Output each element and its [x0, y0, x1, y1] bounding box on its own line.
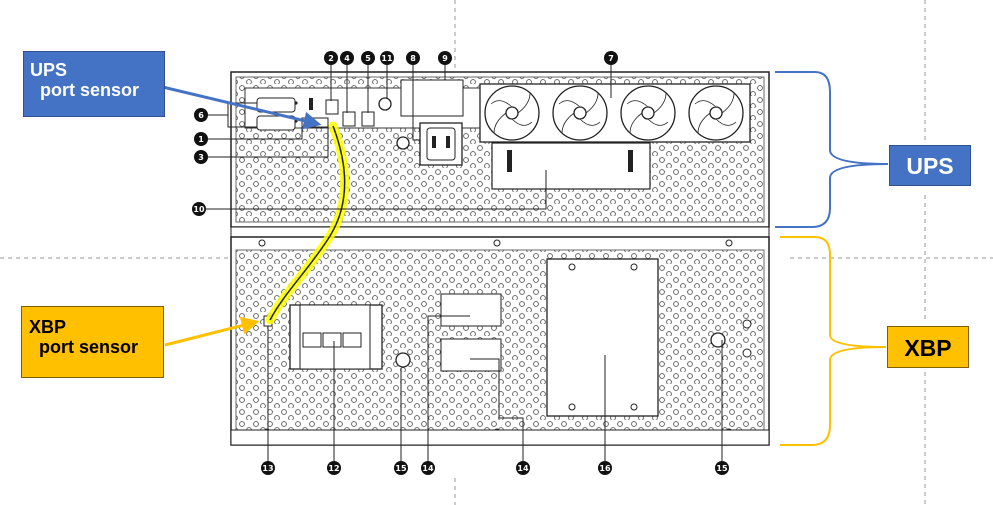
- badge-8: 8: [406, 51, 420, 65]
- switch-4: [309, 98, 313, 110]
- svg-text:2: 2: [328, 54, 334, 63]
- dry-contact-port: [325, 99, 339, 115]
- svg-text:13: 13: [262, 464, 273, 473]
- leader-lines: [206, 65, 723, 461]
- db9-port: [256, 97, 298, 131]
- badge-15-left: 15: [394, 461, 408, 475]
- sensor-cable: [265, 121, 350, 325]
- badge-4: 4: [340, 51, 354, 65]
- badge-14-right: 14: [516, 461, 530, 475]
- svg-text:14: 14: [422, 464, 434, 473]
- svg-text:9: 9: [442, 54, 448, 63]
- svg-text:15: 15: [395, 464, 407, 473]
- xbp-unit: [230, 236, 770, 446]
- svg-text:15: 15: [716, 464, 728, 473]
- xbp-ground-screw-2: [710, 332, 726, 348]
- badge-10: 10: [192, 202, 206, 216]
- ups-brace: [775, 71, 889, 228]
- svg-text:16: 16: [599, 464, 611, 473]
- badge-5: 5: [361, 51, 375, 65]
- svg-text:8: 8: [410, 54, 416, 63]
- svg-text:3: 3: [198, 153, 204, 162]
- badge-1: 1: [194, 132, 208, 146]
- xbp-access-panel: [546, 258, 659, 417]
- ground-screw-2: [396, 136, 410, 150]
- xbp-port-sensor-line1: XBP: [29, 317, 67, 337]
- usb-port: [361, 111, 375, 127]
- badge-6: 6: [194, 108, 208, 122]
- xbp-port-sensor-line2: port sensor: [39, 337, 139, 358]
- svg-text:11: 11: [381, 54, 393, 63]
- ups-label: UPS: [889, 145, 971, 186]
- badge-3: 3: [194, 150, 208, 164]
- ground-screw: [378, 97, 392, 111]
- svg-text:5: 5: [365, 54, 371, 63]
- battery-port-cover-1: [440, 293, 502, 327]
- svg-text:10: 10: [193, 205, 205, 214]
- badge-11: 11: [380, 51, 394, 65]
- number-badges: 1 2 3 4 5 6 7 8 9 10 11 12 13 14 14 15 1…: [192, 51, 729, 475]
- xbp-port-sensor-callout: XBP port sensor: [21, 306, 164, 378]
- ups-port-sensor-arrow: [149, 82, 322, 130]
- svg-text:14: 14: [517, 464, 529, 473]
- output-breaker-cover: [400, 79, 464, 117]
- xbp-port-sensor-arrow: [164, 316, 260, 347]
- badge-14-left: 14: [421, 461, 435, 475]
- svg-text:12: 12: [328, 464, 339, 473]
- xbp-ground-screw: [395, 352, 411, 368]
- ups-port-sensor-line2: port sensor: [40, 80, 140, 101]
- badge-2: 2: [324, 51, 338, 65]
- badge-7: 7: [604, 51, 618, 65]
- battery-port-cover-2: [440, 338, 502, 372]
- ups-port-sensor-line1: UPS: [30, 60, 68, 80]
- xbp-brace: [780, 236, 887, 446]
- badge-9: 9: [438, 51, 452, 65]
- badge-16: 16: [598, 461, 612, 475]
- badge-13: 13: [261, 461, 275, 475]
- badge-15-right: 15: [715, 461, 729, 475]
- xbp-label: XBP: [887, 326, 969, 368]
- svg-text:7: 7: [608, 54, 614, 63]
- badge-12: 12: [327, 461, 341, 475]
- cooling-fans: [484, 85, 744, 141]
- svg-text:6: 6: [198, 111, 204, 120]
- ups-unit: [230, 71, 770, 238]
- svg-text:1: 1: [198, 135, 204, 144]
- ups-port-sensor-callout: UPS port sensor: [23, 51, 165, 117]
- battery-connector-cover: [491, 142, 651, 190]
- network-port: [342, 111, 356, 127]
- svg-text:4: 4: [344, 54, 350, 63]
